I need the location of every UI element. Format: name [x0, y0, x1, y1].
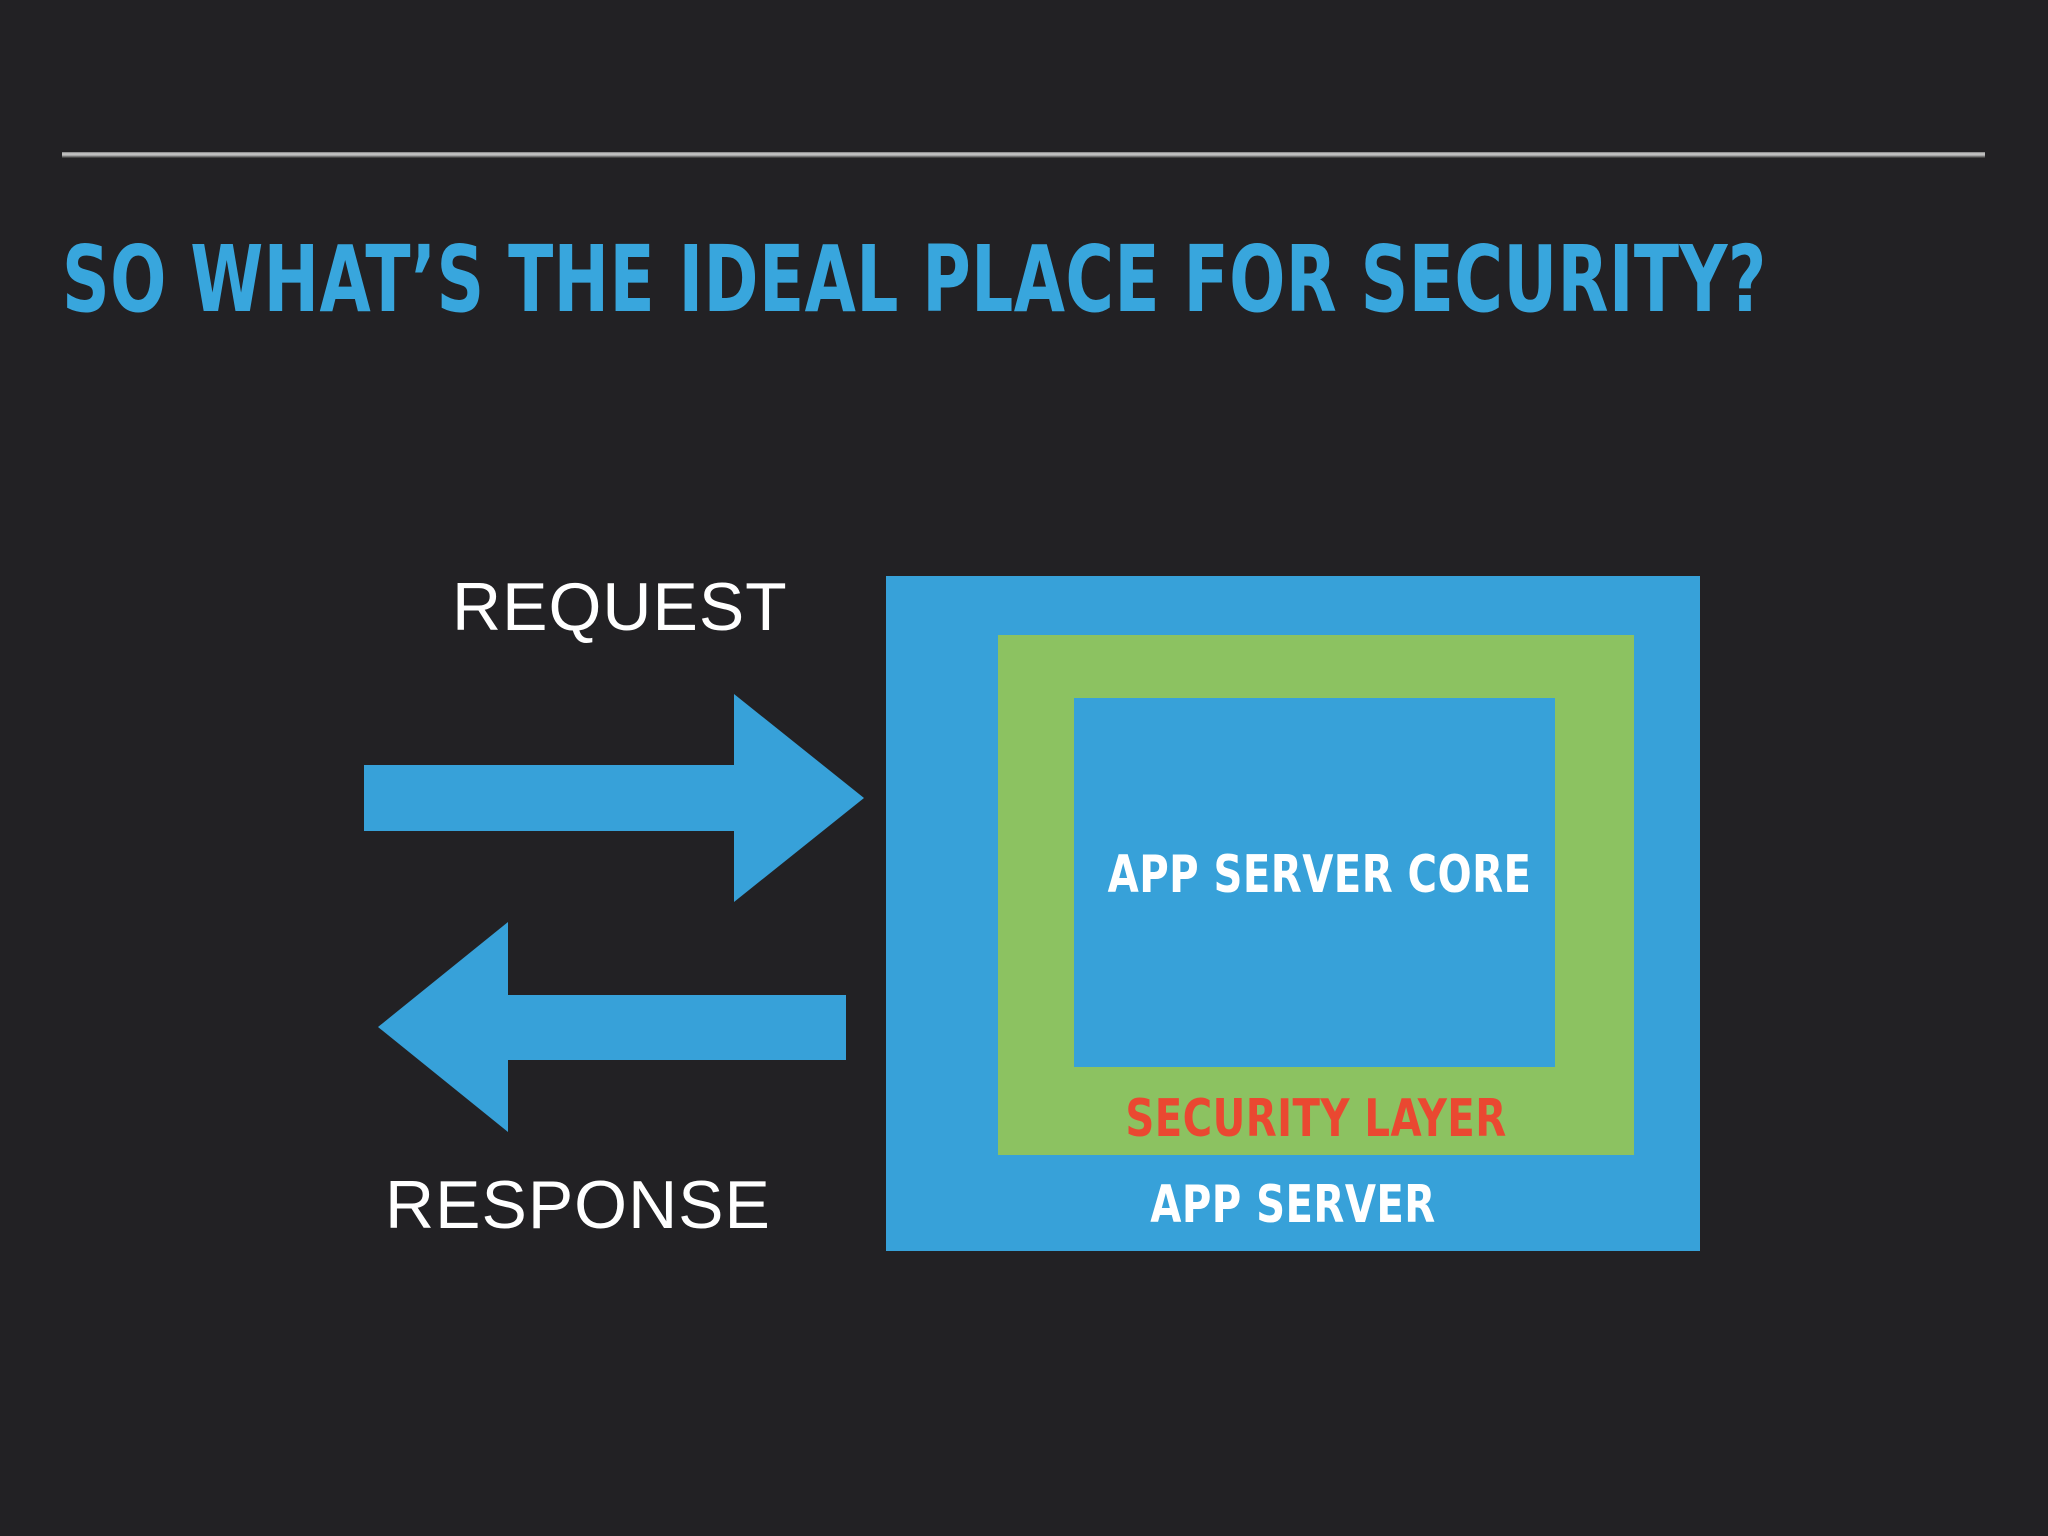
- response-label: RESPONSE: [385, 1167, 771, 1243]
- security-layer-box: APP SERVER CORE SECURITY LAYER: [998, 635, 1634, 1155]
- app-server-box: APP SERVER CORE SECURITY LAYER APP SERVE…: [886, 576, 1700, 1251]
- app-server-label: APP SERVER: [1150, 1175, 1436, 1235]
- title-divider-rule: [62, 152, 1985, 158]
- security-layer-label: SECURITY LAYER: [1125, 1089, 1507, 1149]
- app-server-core-label: APP SERVER CORE: [1107, 845, 1532, 905]
- request-arrow-right-icon: [364, 694, 864, 902]
- app-server-core-box: APP SERVER CORE: [1074, 698, 1555, 1067]
- response-arrow-left-icon: [378, 922, 846, 1132]
- response-arrow-shape: [378, 922, 846, 1132]
- page-title: SO WHAT’S THE IDEAL PLACE FOR SECURITY?: [62, 226, 1767, 333]
- request-label: REQUEST: [452, 569, 788, 645]
- request-arrow-shape: [364, 694, 864, 902]
